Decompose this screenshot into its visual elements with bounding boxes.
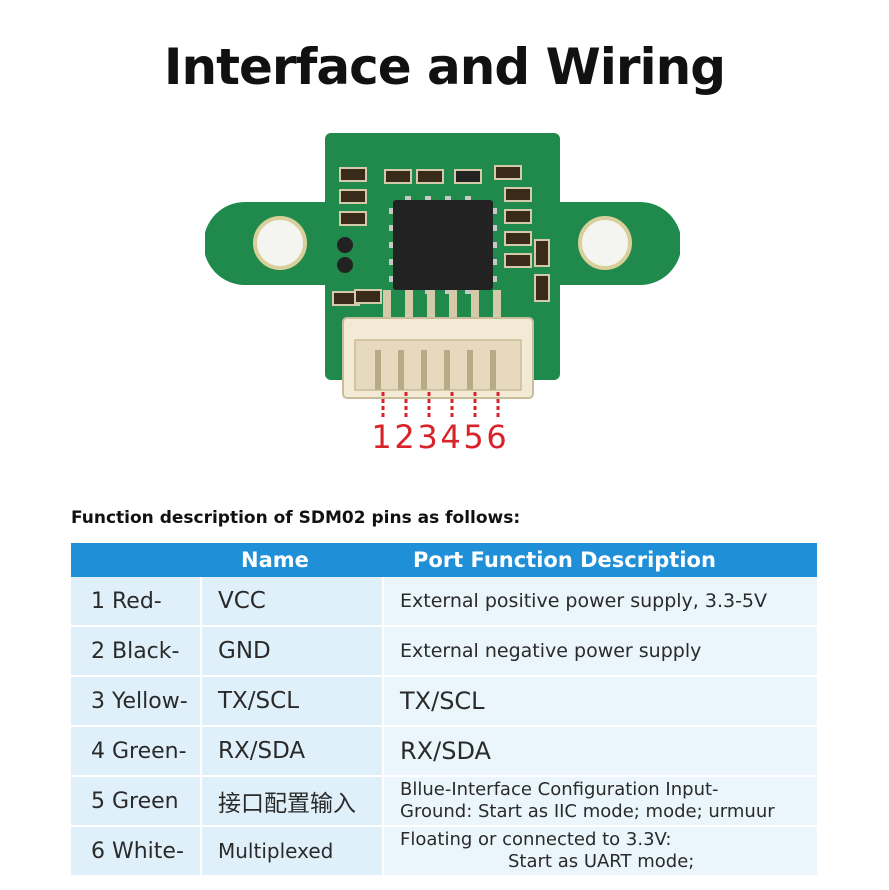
pin-leader-lines [381,392,500,420]
pin-number: 1 [371,418,392,456]
pin-cell: 3 Yellow- [71,676,202,727]
description-cell: Floating or connected to 3.3V: Start as … [383,826,817,877]
description-cell: TX/SCL [383,676,817,727]
header-description: Port Function Description [383,543,817,577]
sensor-board-image [203,130,682,460]
pin-number: 5 [463,418,484,456]
description-line: Ground: Start as IIC mode; mode; urmuur [400,801,775,822]
table-header-row: Name Port Function Description [71,543,817,577]
table-row: 2 Black- GND External negative power sup… [71,626,817,677]
pin-number: 2 [394,418,415,456]
description-cell: RX/SDA [383,726,817,777]
main-chip [393,200,493,290]
left-mounting-hole [253,216,307,270]
description-line: Floating or connected to 3.3V: [400,829,672,850]
description-line: Bllue-Interface Configuration Input- [400,779,719,800]
pin-cell: 4 Green- [71,726,202,777]
table-row: 3 Yellow- TX/SCL TX/SCL [71,676,817,727]
name-cell: VCC [201,577,384,627]
header-name: Name [201,543,383,577]
table-row: 1 Red- VCC External positive power suppl… [71,577,817,627]
name-cell: TX/SCL [201,676,384,727]
pin-function-table: Name Port Function Description 1 Red- VC… [71,543,817,877]
pin-cell: 1 Red- [71,577,202,627]
description-line: Start as UART mode; [508,851,695,872]
name-cell: RX/SDA [201,726,384,777]
name-cell: Multiplexed [201,826,384,877]
pin-cell: 6 White- [71,826,202,877]
header-pin [71,543,201,577]
pin-number: 3 [417,418,438,456]
pin-cell: 5 Green [71,776,202,827]
pin-cell: 2 Black- [71,626,202,677]
smd-components [332,165,550,306]
right-mounting-hole [578,216,632,270]
description-cell: Bllue-Interface Configuration Input- Gro… [383,776,817,827]
table-row: 6 White- Multiplexed Floating or connect… [71,826,817,877]
pin-number: 6 [486,418,507,456]
table-row: 5 Green 接口配置输入 Bllue-Interface Configura… [71,776,817,827]
pin-number-labels: 1 2 3 4 5 6 [370,418,508,456]
description-cell: External positive power supply, 3.3-5V [383,577,817,627]
description-cell: External negative power supply [383,626,817,677]
section-heading: Function description of SDM02 pins as fo… [71,508,521,528]
name-cell: GND [201,626,384,677]
pin-number: 4 [440,418,461,456]
page-title: Interface and Wiring [163,38,726,96]
table-row: 4 Green- RX/SDA RX/SDA [71,726,817,777]
pcb-illustration [203,133,682,420]
name-cell: 接口配置输入 [201,776,384,827]
